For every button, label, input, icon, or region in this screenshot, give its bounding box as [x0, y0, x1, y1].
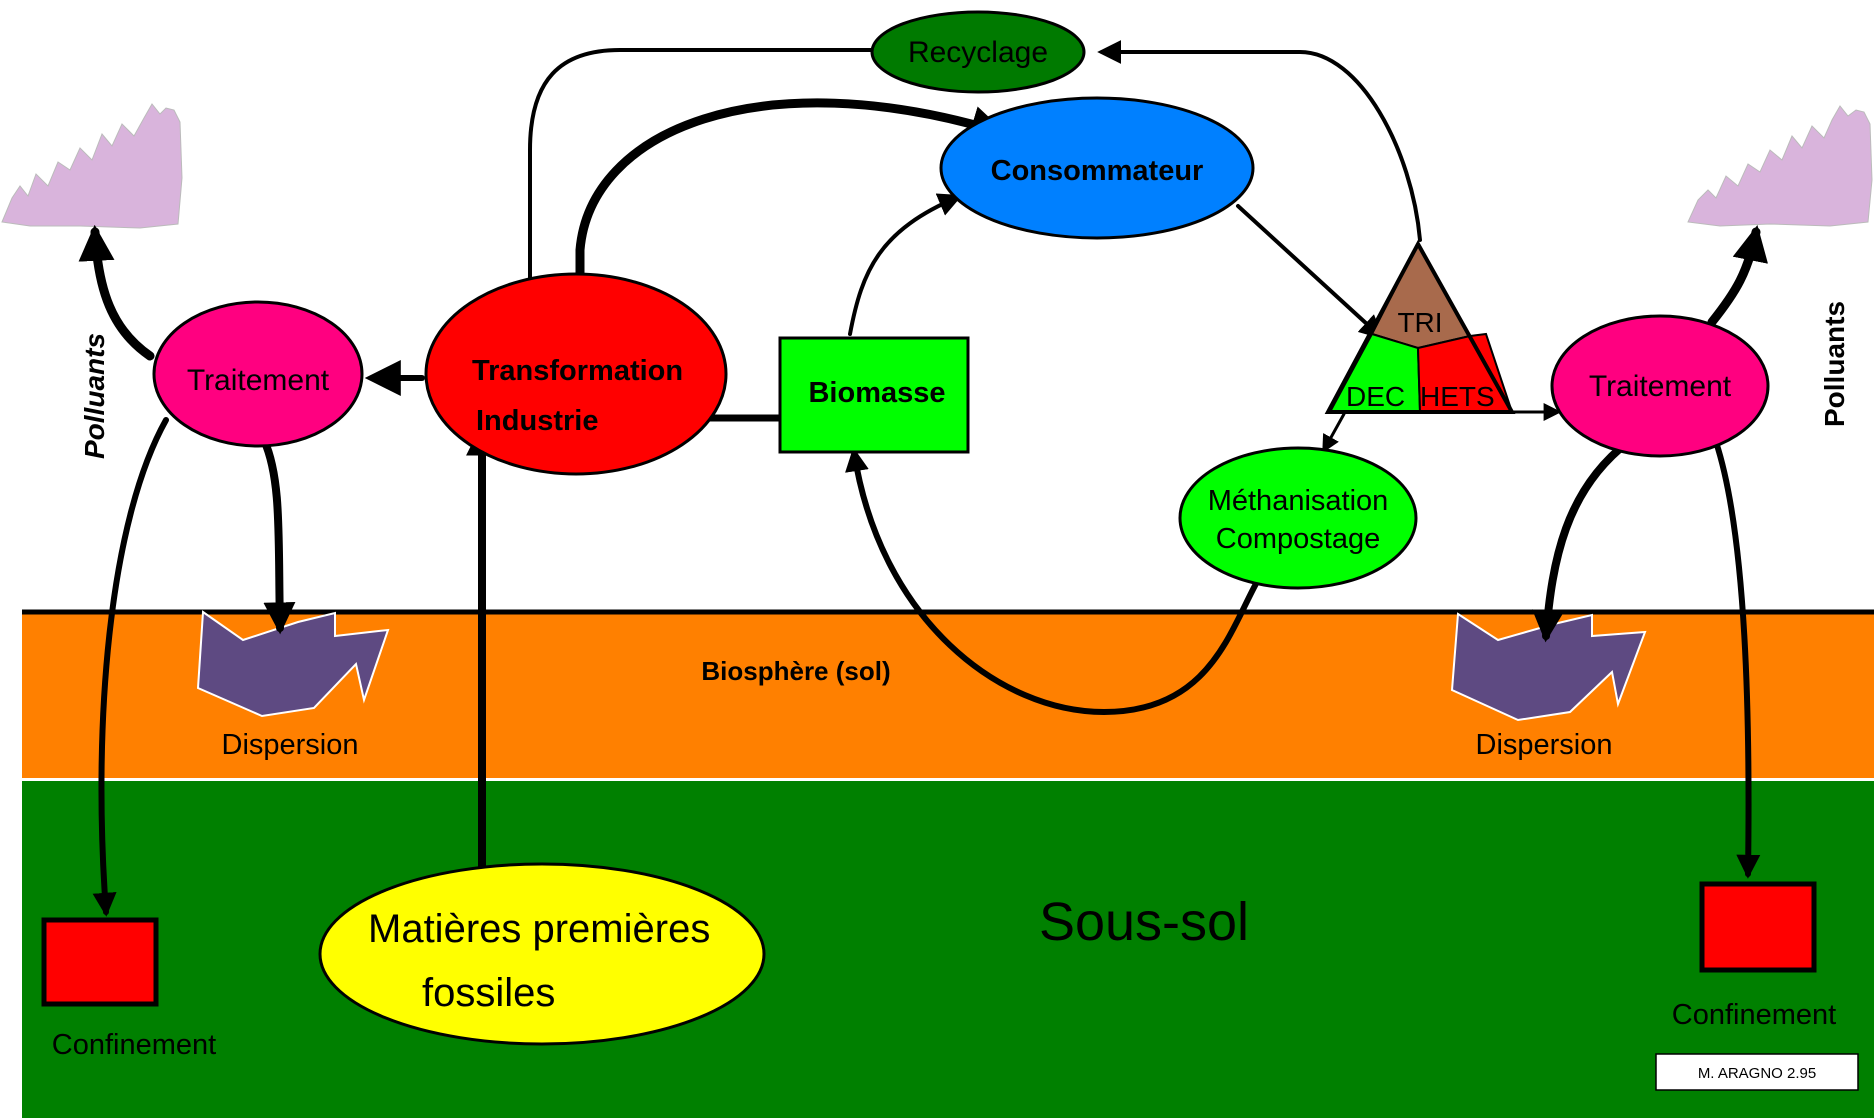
transformation-industrie-ellipse	[424, 272, 728, 476]
traitement-left-label: Traitement	[187, 364, 330, 397]
confinement-box-right	[1699, 881, 1817, 973]
dispersion-right-label: Dispersion	[1476, 729, 1613, 761]
biomasse-label: Biomasse	[808, 377, 945, 409]
matieres-premieres-ellipse	[318, 862, 766, 1046]
consommateur-ellipse	[939, 96, 1255, 240]
consommateur-label: Consommateur	[991, 155, 1204, 187]
dispersion-left-label: Dispersion	[222, 729, 359, 761]
arrow-traitement-left-to-confinement	[92, 417, 169, 917]
confinement-left-label: Confinement	[52, 1029, 216, 1061]
traitement-left-ellipse	[152, 300, 364, 448]
matieres-line2-label: fossiles	[422, 971, 555, 1015]
recyclage-ellipse	[870, 10, 1086, 94]
tri-dechets-triangle-outline	[1324, 239, 1516, 414]
arrow-traitement-right-to-polluants	[1707, 224, 1768, 327]
traitement-right-label: Traitement	[1589, 370, 1732, 403]
arrow-tri-to-recyclage	[1097, 40, 1422, 242]
confinement-box-left	[41, 917, 159, 1007]
arrow-consommateur-to-tri	[1236, 204, 1384, 340]
author-credit-label: M. ARAGNO 2.95	[1698, 1065, 1816, 1082]
dechets-hets-label: HETS	[1420, 381, 1495, 412]
polluants-right-label: Polluants	[1819, 301, 1850, 427]
sous-sol-layer	[22, 781, 1874, 1118]
matieres-line1-label: Matières premières	[368, 907, 710, 951]
sous-sol-label: Sous-sol	[1039, 892, 1249, 952]
arrow-traitement-left-to-polluants	[78, 224, 155, 361]
traitement-right-ellipse	[1550, 314, 1770, 458]
dechets-dec-label: DEC	[1346, 381, 1405, 412]
tri-label: TRI	[1397, 307, 1442, 338]
arrow-dechets-to-methanisation	[1322, 412, 1346, 454]
dechets-red-section	[1416, 332, 1514, 413]
arrow-traitement-right-to-dispersion	[1532, 438, 1632, 643]
arrow-traitement-left-to-dispersion	[260, 436, 296, 635]
arrow-traitement-right-to-confinement	[1713, 439, 1761, 879]
methanisation-compostage-ellipse	[1178, 446, 1418, 590]
biomasse-box	[778, 336, 970, 454]
polluants-left-label: Polluants	[79, 333, 110, 459]
transformation-label: Transformation	[472, 355, 683, 387]
polluants-cloud-left	[1, 103, 183, 229]
confinement-right-label: Confinement	[1672, 999, 1836, 1031]
biosphere-label: Biosphère (sol)	[701, 656, 890, 686]
compostage-label: Compostage	[1216, 523, 1380, 555]
methanisation-label: Méthanisation	[1208, 485, 1389, 517]
industrie-label: Industrie	[476, 405, 598, 437]
arrow-methanisation-to-biomasse	[845, 447, 1261, 715]
arrow-transformation-to-consommateur	[575, 98, 1007, 305]
arrow-recyclage-to-transformation	[518, 48, 874, 313]
arrow-biomasse-to-consommateur	[848, 193, 963, 336]
polluants-cloud-right	[1687, 105, 1873, 227]
author-credit-box	[1655, 1053, 1859, 1091]
recyclage-label: Recyclage	[908, 36, 1048, 69]
